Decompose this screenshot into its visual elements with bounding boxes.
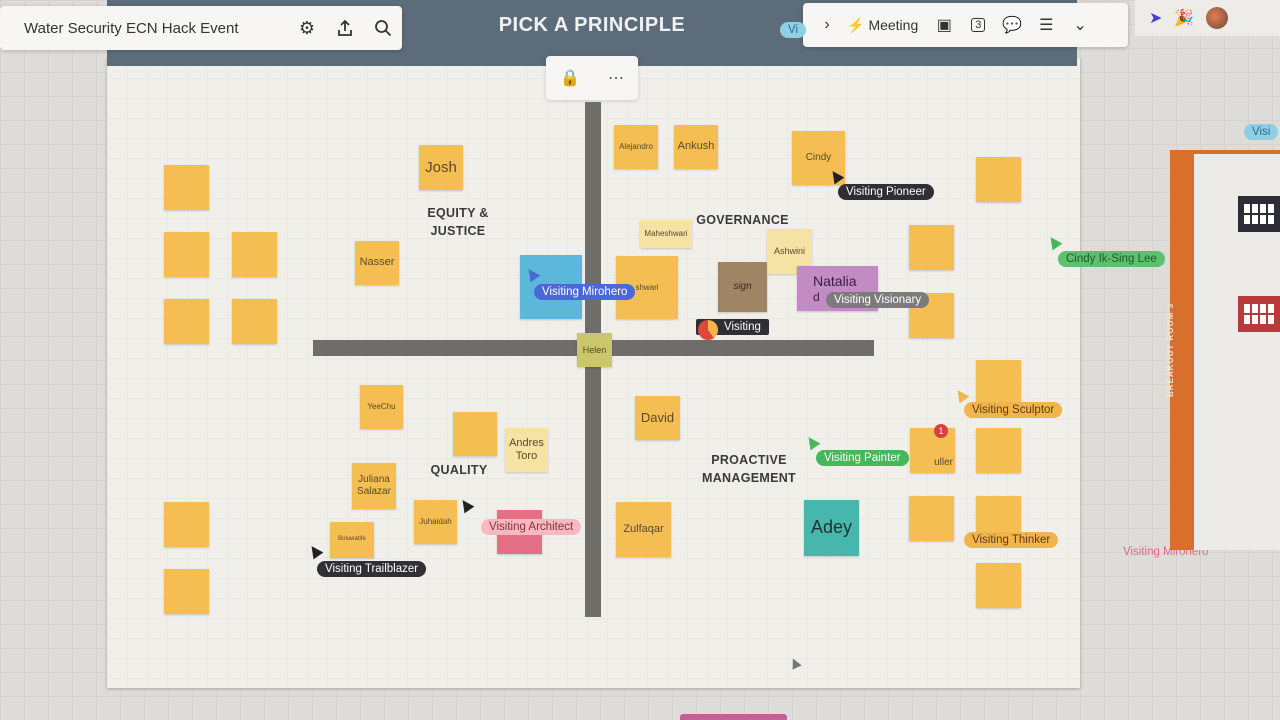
sticky-adey[interactable]: Adey [804, 500, 859, 556]
more-options-icon[interactable]: ⋯ [607, 70, 624, 87]
comment-count-badge[interactable]: 1 [934, 424, 948, 438]
sticky-note[interactable] [232, 299, 277, 344]
page-counter-icon[interactable]: 3 [964, 10, 992, 40]
sticky-note-icon[interactable]: ▣ [936, 17, 952, 34]
sticky-muller[interactable]: uller [910, 428, 955, 473]
frame-lock-bar: 🔒 ⋯ [546, 56, 638, 100]
sticky-note[interactable] [164, 232, 209, 277]
cursor-visiting-visionary: Visiting Visionary [826, 292, 930, 308]
sticky-maheshwari[interactable]: Maheshwari [640, 220, 692, 248]
celebrate-icon[interactable]: 🎉 [1174, 10, 1195, 27]
user-avatar[interactable] [1206, 7, 1229, 29]
breakout-room-label: BREAKOUT ROOM 3 [1166, 302, 1175, 398]
cursor-visiting-painter: Visiting Painter [816, 450, 909, 466]
lightning-icon: ⚡ [847, 16, 865, 33]
sticky-note[interactable] [164, 299, 209, 344]
quality-label: QUALITY [430, 463, 488, 477]
cursor-cindy-lee: Cindy Ik-Sing Lee [1058, 251, 1165, 267]
share-icon[interactable] [326, 10, 364, 46]
sticky-cindy[interactable]: Cindy [792, 131, 845, 185]
sticky-note[interactable] [976, 563, 1021, 608]
chevron-right-icon[interactable]: › [824, 16, 830, 33]
sticky-juhaidah[interactable]: Juhaidah [414, 500, 457, 544]
sticky-note[interactable] [976, 360, 1021, 405]
lock-icon[interactable]: 🔒 [560, 70, 580, 87]
sticky-juliana-salazar[interactable]: Juliana Salazar [352, 463, 396, 509]
bottom-cursor-tag [680, 714, 787, 720]
sticky-helen[interactable]: Helen [577, 333, 612, 367]
board-name[interactable]: Water Security ECN Hack Event [24, 19, 239, 37]
sticky-andres-toro[interactable]: Andres Toro [505, 428, 548, 472]
cursor-visiting-thinker: Visiting Thinker [964, 532, 1059, 548]
top-right-tools: ➤ 🎉 [1135, 0, 1280, 36]
meeting-label: Meeting [868, 17, 919, 33]
equity-justice-label: EQUITY &JUSTICE [427, 206, 489, 239]
collaboration-toolbar: › ⚡ Meeting ▣ 3 💬 ☰ ⌄ [803, 3, 1128, 47]
sticky-note[interactable] [164, 502, 209, 547]
sticky-ankush[interactable]: Ankush [674, 125, 718, 169]
sticky-note[interactable] [909, 225, 954, 270]
board-toolbar: Water Security ECN Hack Event ⚙ [0, 6, 402, 50]
sticky-note[interactable] [453, 412, 497, 456]
chat-icon[interactable]: 💬 [1002, 17, 1023, 34]
cursor-partial-top: Vi [780, 22, 807, 38]
sticky-note[interactable] [164, 165, 209, 210]
cursor-filter-icon[interactable]: ➤ [1149, 10, 1163, 27]
cursor-visiting-sculptor: Visiting Sculptor [964, 402, 1063, 418]
sticky-zulfaqar[interactable]: Zulfaqar [616, 502, 671, 557]
avatar-icon [698, 320, 718, 340]
mini-board-thumbnail[interactable] [1238, 196, 1280, 232]
notes-icon[interactable]: ☰ [1039, 17, 1054, 34]
sticky-note[interactable] [976, 157, 1021, 202]
cursor-partial-edge: Visi [1244, 124, 1279, 140]
frame-title: PICK A PRINCIPLE [498, 14, 686, 36]
settings-icon[interactable]: ⚙ [298, 17, 316, 38]
cursor-visiting-architect: Visiting Architect [481, 519, 582, 535]
sticky-nasser[interactable]: Nasser [355, 241, 399, 285]
cursor-visiting-trailblazer: Visiting Trailblazer [317, 561, 427, 577]
sticky-yeechu[interactable]: YeeChu [360, 385, 403, 429]
sticky-david[interactable]: David [635, 396, 680, 440]
sticky-note[interactable] [232, 232, 277, 277]
sticky-note[interactable] [976, 428, 1021, 473]
mini-board-thumbnail[interactable] [1238, 296, 1280, 332]
sticky-signature[interactable]: sign [718, 262, 767, 312]
sticky-alejandro[interactable]: Alejandro [614, 125, 658, 169]
sticky-boluwatife[interactable]: Boluwatife [330, 522, 374, 558]
cursor-visiting-pioneer: Visiting Pioneer [838, 184, 934, 200]
governance-label: GOVERNANCE [696, 213, 789, 227]
cursor-visiting-mirohero: Visiting Mirohero [534, 284, 636, 300]
search-icon[interactable] [364, 10, 402, 46]
sticky-note[interactable] [164, 569, 209, 614]
sticky-note[interactable] [909, 496, 954, 541]
double-chevron-down-icon[interactable]: ⌄ [1073, 17, 1087, 34]
meeting-button[interactable]: ⚡ Meeting [847, 17, 924, 34]
sticky-josh[interactable]: Josh [419, 145, 463, 190]
